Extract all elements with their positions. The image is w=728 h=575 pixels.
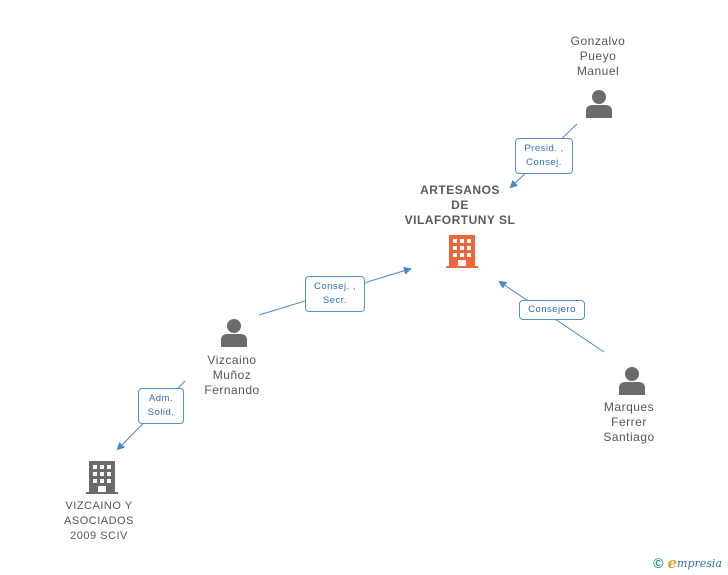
person-icon[interactable]: [618, 366, 646, 395]
brand-name: mpresia: [677, 556, 722, 570]
node-label-vizcaino-person[interactable]: Vizcaino Muñoz Fernando: [204, 353, 260, 397]
node-label-gonzalvo[interactable]: Gonzalvo Pueyo Manuel: [570, 34, 626, 78]
node-label-marques[interactable]: Marques Ferrer Santiago: [603, 400, 655, 444]
brand-e: e: [667, 554, 678, 572]
building-icon[interactable]: [86, 461, 118, 494]
person-icon[interactable]: [220, 318, 248, 347]
person-icon[interactable]: [585, 89, 613, 118]
role-label-adm-solid[interactable]: Adm. Solid.: [138, 388, 184, 424]
copyright-icon: ©: [653, 555, 664, 571]
node-label-artesanos[interactable]: ARTESANOS DE VILAFORTUNY SL: [404, 183, 516, 227]
role-label-consejero[interactable]: Consejero: [519, 300, 585, 320]
role-label-consej-secr[interactable]: Consej. , Secr.: [305, 276, 365, 312]
role-label-presid-consej[interactable]: Presid. , Consej.: [515, 138, 573, 174]
node-label-vizcaino-company[interactable]: VIZCAINO Y ASOCIADOS 2009 SCIV: [64, 500, 134, 542]
building-icon[interactable]: [446, 235, 478, 268]
empresia-logo: © e mpresia: [653, 554, 722, 572]
